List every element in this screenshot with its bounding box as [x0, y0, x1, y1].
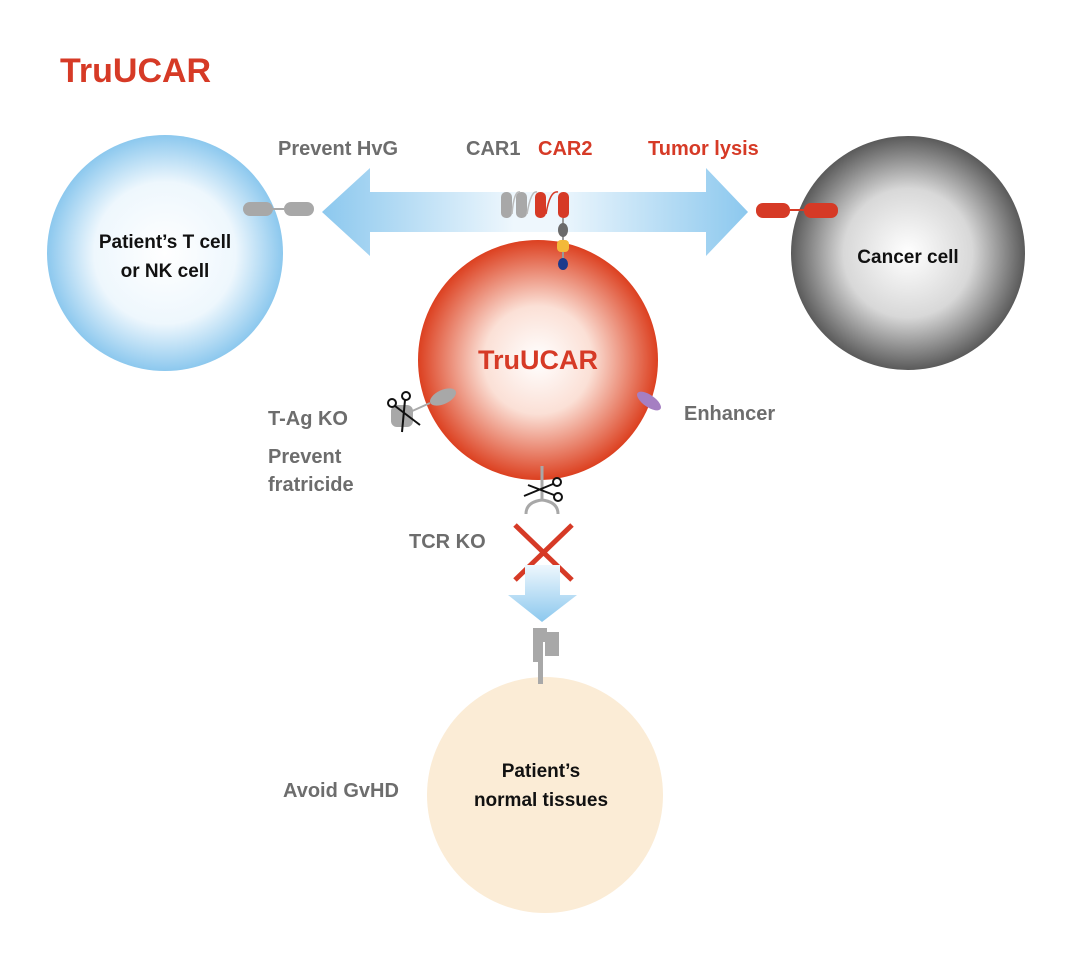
tcr-receptor-icon [524, 466, 560, 515]
scissors-icon [387, 391, 421, 433]
patient-t-cell-label-1: Patient’s T cell [99, 232, 231, 253]
avoid-gvhd-label: Avoid GvHD [283, 780, 399, 802]
t-ag-ko-label: T-Ag KO [268, 408, 348, 430]
hvg-antigen-icon [243, 202, 314, 216]
normal-tissue-cell [427, 677, 663, 913]
patient-t-cell [47, 135, 283, 371]
down-arrow [508, 565, 577, 622]
tissue-label-2: normal tissues [474, 790, 608, 811]
fratricide-label: fratricide [268, 474, 354, 496]
tcr-scissors-icon [523, 477, 563, 502]
enhancer-label: Enhancer [684, 403, 775, 425]
prevent-hvg-label: Prevent HvG [278, 138, 398, 160]
tumor-antigen-icon [756, 203, 838, 218]
car2-label: CAR2 [538, 138, 592, 160]
enhancer-icon [637, 391, 661, 411]
truucar-cell-label: TruUCAR [478, 345, 598, 375]
t-antigen-icon [391, 388, 457, 427]
truucar-cell [418, 240, 658, 480]
diagram-title: TruUCAR [60, 52, 211, 90]
patient-t-cell-label-2: or NK cell [121, 261, 210, 282]
car1-label: CAR1 [466, 138, 520, 160]
dual-car-receptor-icon [501, 191, 569, 270]
tissue-mhc-icon [533, 628, 559, 684]
blocked-x-icon [513, 523, 574, 582]
tumor-lysis-label: Tumor lysis [648, 138, 759, 160]
cancer-cell-label: Cancer cell [857, 247, 958, 268]
tcr-ko-label: TCR KO [409, 531, 486, 553]
prevent-label: Prevent [268, 446, 342, 468]
tissue-label-1: Patient’s [502, 761, 581, 782]
cancer-cell [791, 136, 1025, 370]
